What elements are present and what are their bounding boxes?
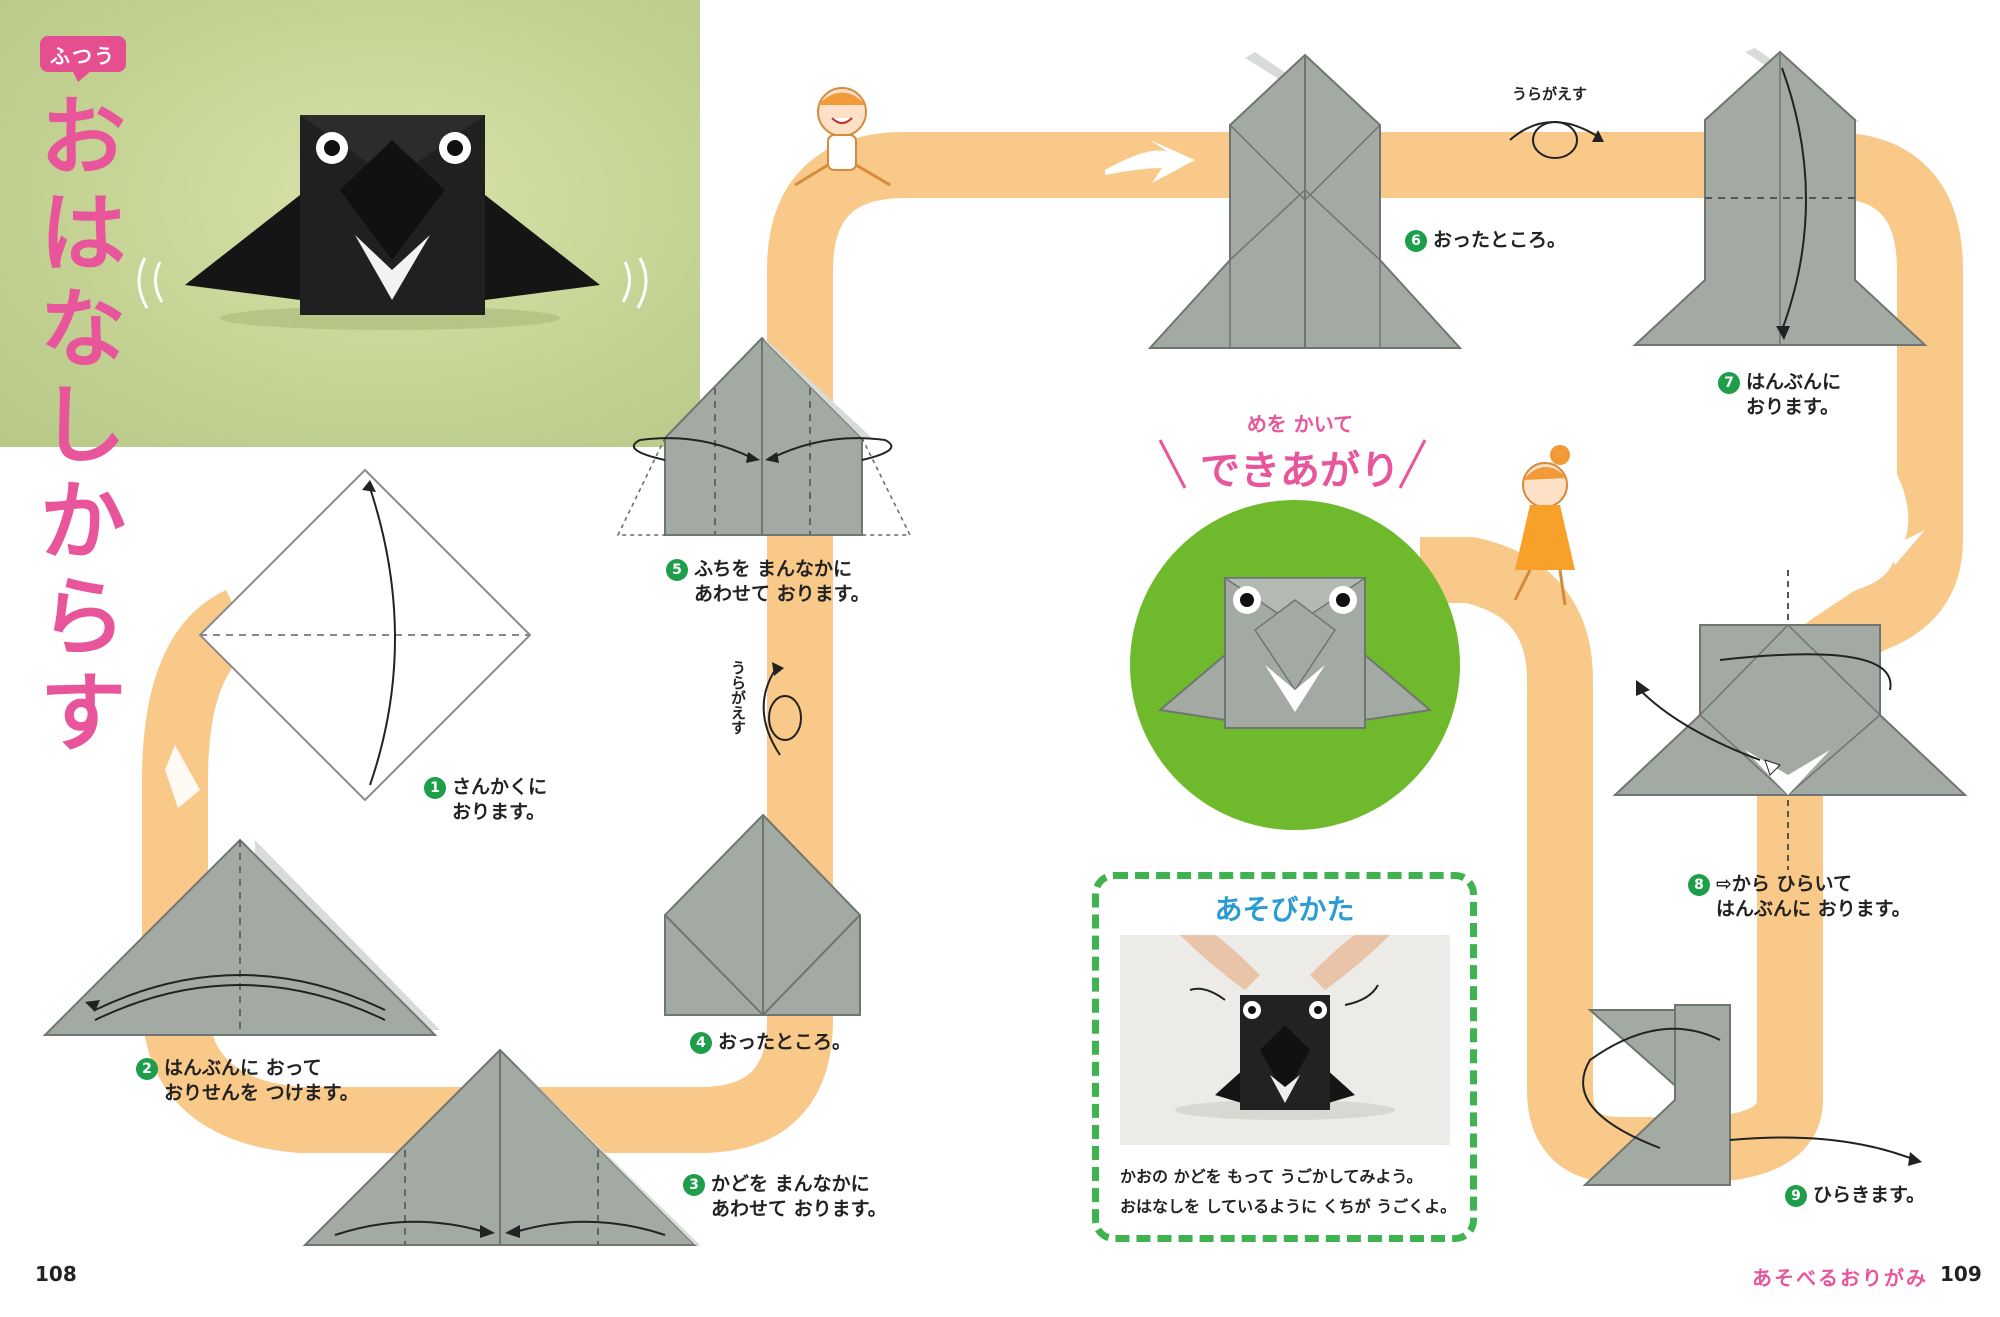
- title-char: ら: [40, 568, 126, 668]
- step-text: はんぶんに おります。: [1716, 898, 1911, 920]
- difficulty-badge: ふつう: [40, 36, 126, 72]
- finished-diagram: [1130, 500, 1460, 830]
- crow-photo-illustration: [137, 115, 648, 330]
- step-3-label: 3 かどを まんなかに あわせて おります。: [683, 1172, 887, 1222]
- step-number: 3: [683, 1174, 705, 1196]
- step-number: 4: [690, 1032, 712, 1054]
- step9-diagram: [1582, 1004, 1922, 1186]
- finished-title: できあがり: [1200, 448, 1400, 494]
- flip-icon-horizontal: [1509, 121, 1604, 159]
- step-text: あわせて おります。: [694, 583, 870, 605]
- how-to-play-text: かおの かどを もって うごかしてみよう。 おはなしを しているように くちが …: [1120, 1162, 1460, 1222]
- step4-diagram: [664, 813, 861, 1017]
- step1-diagram: [198, 468, 532, 802]
- play-text-line: おはなしを しているように くちが うごくよ。: [1120, 1197, 1457, 1216]
- title-char: し: [40, 376, 126, 476]
- title-char: か: [40, 472, 126, 572]
- page-number-left: 108: [35, 1262, 77, 1286]
- step-text: ふちを まんなかに: [694, 558, 853, 580]
- step-text: おりせんを つけます。: [164, 1082, 359, 1104]
- step-7-label: 7 はんぶんに おります。: [1718, 370, 1841, 420]
- flip-label-vertical: うらがえす: [729, 660, 747, 735]
- step-5-label: 5 ふちを まんなかに あわせて おります。: [666, 557, 870, 607]
- step-text: おったところ。: [1433, 229, 1567, 251]
- title-char: す: [40, 664, 126, 764]
- step-number: 9: [1785, 1185, 1807, 1207]
- book-section-title: あそべるおりがみ: [1752, 1266, 1928, 1290]
- step8-diagram: [1612, 570, 1968, 870]
- title-char: お: [40, 88, 126, 188]
- step5-diagram: [616, 336, 912, 536]
- step2-diagram: [42, 838, 440, 1036]
- step-text: ⇨から ひらいて: [1716, 873, 1852, 895]
- page-number-right: 109: [1940, 1262, 1982, 1286]
- step3-diagram: [302, 1048, 700, 1246]
- how-to-play-photo: [1120, 935, 1450, 1145]
- step-9-label: 9 ひらきます。: [1785, 1183, 1925, 1208]
- step-number: 1: [424, 777, 446, 799]
- flip-label-horizontal: うらがえす: [1512, 85, 1588, 103]
- hands-illustration: [1120, 935, 1450, 1145]
- step-8-label: 8 ⇨から ひらいて はんぶんに おります。: [1688, 872, 1911, 922]
- step-2-label: 2 はんぶんに おって おりせんを つけます。: [136, 1056, 359, 1106]
- step-number: 6: [1405, 230, 1427, 252]
- title-char: は: [40, 184, 126, 284]
- girl-illustration: [1513, 445, 1575, 606]
- step-text: おります。: [452, 801, 546, 823]
- step7-diagram: [1632, 48, 1928, 346]
- step-number: 8: [1688, 874, 1710, 896]
- step-text: かどを まんなかに: [711, 1173, 870, 1195]
- step-text: あわせて おります。: [711, 1198, 887, 1220]
- step-4-label: 4 おったところ。: [690, 1030, 851, 1055]
- step-number: 5: [666, 559, 688, 581]
- step6-diagram: [1147, 52, 1463, 349]
- step-number: 2: [136, 1058, 158, 1080]
- badge-pointer: [72, 70, 92, 82]
- step-text: おったところ。: [718, 1031, 852, 1053]
- step-6-label: 6 おったところ。: [1405, 228, 1566, 253]
- step-1-label: 1 さんかくに おります。: [424, 775, 547, 825]
- step-text: はんぶんに: [1746, 371, 1842, 393]
- flip-icon-vertical: [762, 662, 802, 756]
- step-number: 7: [1718, 372, 1740, 394]
- play-text-line: かおの かどを もって うごかしてみよう。: [1120, 1167, 1423, 1186]
- finished-subtitle: めを かいて: [1246, 412, 1354, 436]
- title-char: な: [40, 280, 126, 380]
- step-text: おります。: [1746, 396, 1840, 418]
- step-text: はんぶんに おって: [164, 1057, 322, 1079]
- finished-photo: [0, 0, 700, 447]
- step-text: さんかくに: [452, 776, 548, 798]
- page-title: お は な し か ら す: [38, 90, 128, 762]
- step-text: ひらきます。: [1813, 1184, 1926, 1206]
- boy-illustration: [794, 87, 891, 187]
- how-to-play-title: あそびかた: [1214, 893, 1355, 926]
